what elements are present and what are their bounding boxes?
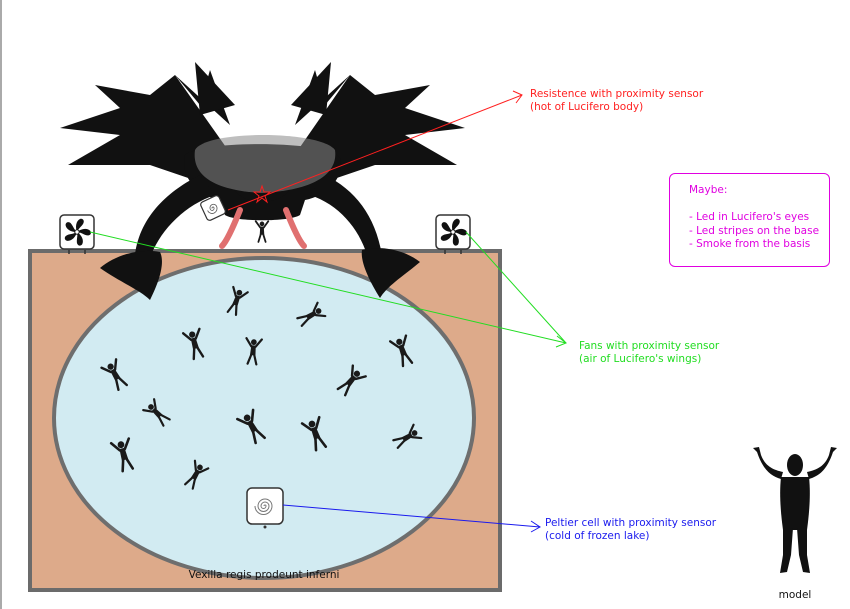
peltier-pointer [282,504,541,533]
fans-label-line2: (air of Lucifero's wings) [579,353,701,365]
model-caption: model [779,589,812,601]
peltier-label-line2: (cold of frozen lake) [545,530,649,542]
maybe-note-box: Maybe: - Led in Lucifero's eyes - Led st… [669,173,830,267]
mouth-sinner [254,220,270,243]
maybe-title: Maybe: [689,184,728,196]
smoke-overlay [194,135,336,193]
fan-left [59,214,95,254]
resistance-pointer [227,90,523,211]
maybe-item: - Smoke from the basis [689,238,811,250]
peltier-label-line1: Peltier cell with proximity sensor [545,517,717,529]
model-figure [753,447,837,573]
peltier-cell [246,487,284,529]
fan-icon [439,218,468,247]
resistance-heater [200,195,226,221]
fans-label-line1: Fans with proximity sensor [579,340,720,352]
resistance-label-line2: (hot of Lucifero body) [530,101,643,113]
fan-icon [63,218,92,247]
base-caption: Vexilla regis prodeunt inferni [189,569,340,581]
maybe-item: - Led stripes on the base [689,224,820,237]
resistance-label-line1: Resistence with proximity sensor [530,88,704,100]
lucifer-tongues [219,207,307,249]
spiral-icon [254,498,273,515]
resistance-marker [252,184,272,204]
frozen-lake [52,256,476,580]
fans-pointer [89,231,567,348]
fan-right [435,214,471,254]
maybe-item: - Led in Lucifero's eyes [689,211,810,223]
